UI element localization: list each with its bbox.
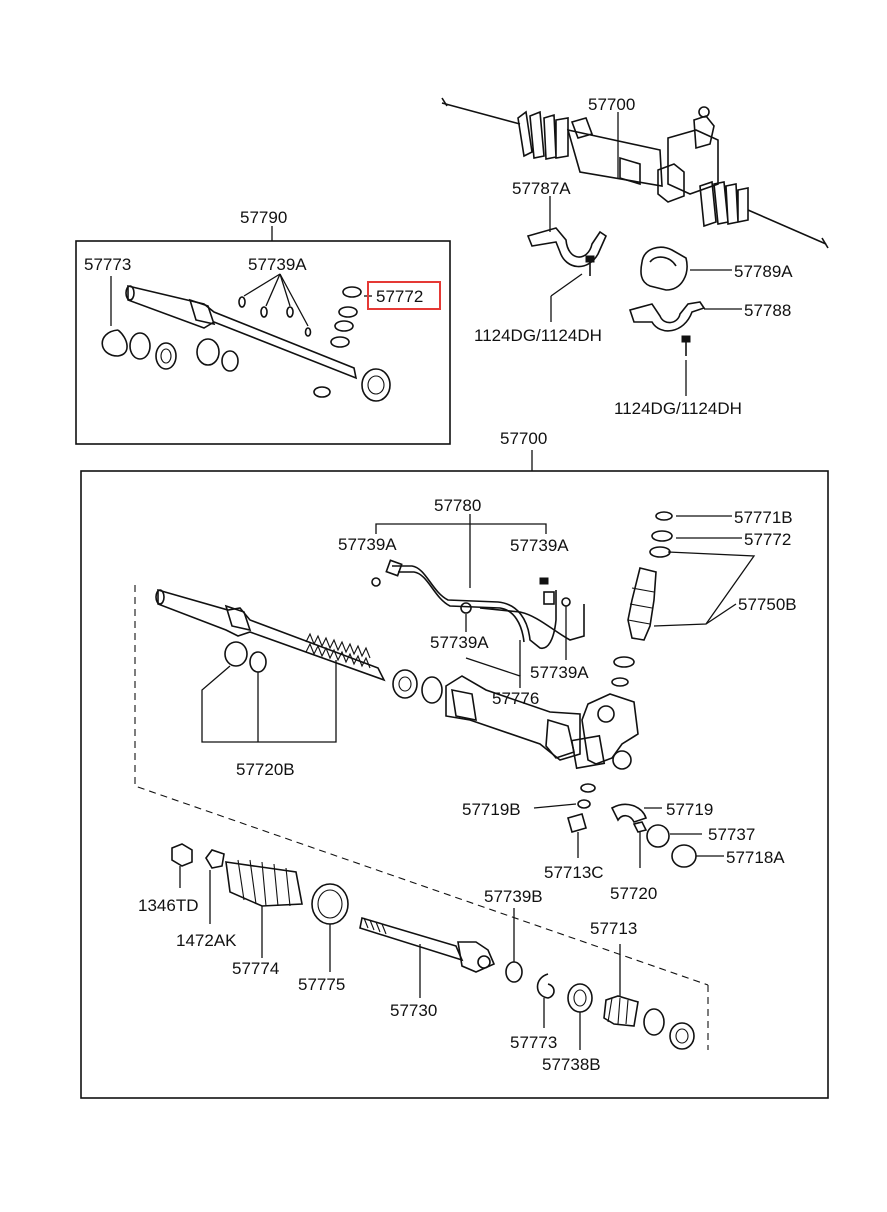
label-57719b[interactable]: 57719B — [462, 800, 521, 819]
label-1124dg-a[interactable]: 1124DG/1124DH — [474, 326, 602, 345]
label-57776[interactable]: 57776 — [492, 689, 539, 708]
label-57787a[interactable]: 57787A — [512, 179, 571, 198]
main-assembly-box — [80, 450, 829, 1099]
label-57739a-mid[interactable]: 57739A — [430, 633, 489, 652]
label-57774[interactable]: 57774 — [232, 959, 279, 978]
label-57739a-mid2[interactable]: 57739A — [530, 663, 589, 682]
label-57772-highlight[interactable]: 57772 — [376, 287, 423, 306]
label-57713c[interactable]: 57713C — [544, 863, 604, 882]
label-1472ak[interactable]: 1472AK — [176, 931, 237, 950]
label-57773-low[interactable]: 57773 — [510, 1033, 557, 1052]
label-57713[interactable]: 57713 — [590, 919, 637, 938]
label-57789a[interactable]: 57789A — [734, 262, 793, 281]
label-57739a-top[interactable]: 57739A — [248, 255, 307, 274]
highlight-box-57772 — [367, 281, 441, 310]
label-57750b[interactable]: 57750B — [738, 595, 797, 614]
label-57739b[interactable]: 57739B — [484, 887, 543, 906]
label-57771b[interactable]: 57771B — [734, 508, 793, 527]
label-57780[interactable]: 57780 — [434, 496, 481, 515]
label-1346td[interactable]: 1346TD — [138, 896, 198, 915]
label-57737[interactable]: 57737 — [708, 825, 755, 844]
bracket-57788 — [628, 301, 742, 396]
bracket-57787a — [526, 196, 608, 322]
label-57738b[interactable]: 57738B — [542, 1055, 601, 1074]
label-57775[interactable]: 57775 — [298, 975, 345, 994]
label-57730[interactable]: 57730 — [390, 1001, 437, 1020]
label-57772-mid[interactable]: 57772 — [744, 530, 791, 549]
label-1124dg-b[interactable]: 1124DG/1124DH — [614, 399, 742, 418]
bushing-57789a — [640, 246, 732, 291]
label-57739a-right[interactable]: 57739A — [510, 536, 569, 555]
label-57718a[interactable]: 57718A — [726, 848, 785, 867]
label-57739a-left[interactable]: 57739A — [338, 535, 397, 554]
label-57790[interactable]: 57790 — [240, 208, 287, 227]
label-57700-top[interactable]: 57700 — [588, 95, 635, 114]
label-57720[interactable]: 57720 — [610, 884, 657, 903]
label-57719[interactable]: 57719 — [666, 800, 713, 819]
label-57788[interactable]: 57788 — [744, 301, 791, 320]
part-labels: 57700 57787A 57789A 57788 1124DG/1124DH … — [84, 95, 797, 1074]
rack-kit-box — [75, 226, 451, 445]
label-57773-top[interactable]: 57773 — [84, 255, 131, 274]
label-57700-main[interactable]: 57700 — [500, 429, 547, 448]
label-57720b[interactable]: 57720B — [236, 760, 295, 779]
steering-gear-assembly-top — [441, 97, 829, 249]
